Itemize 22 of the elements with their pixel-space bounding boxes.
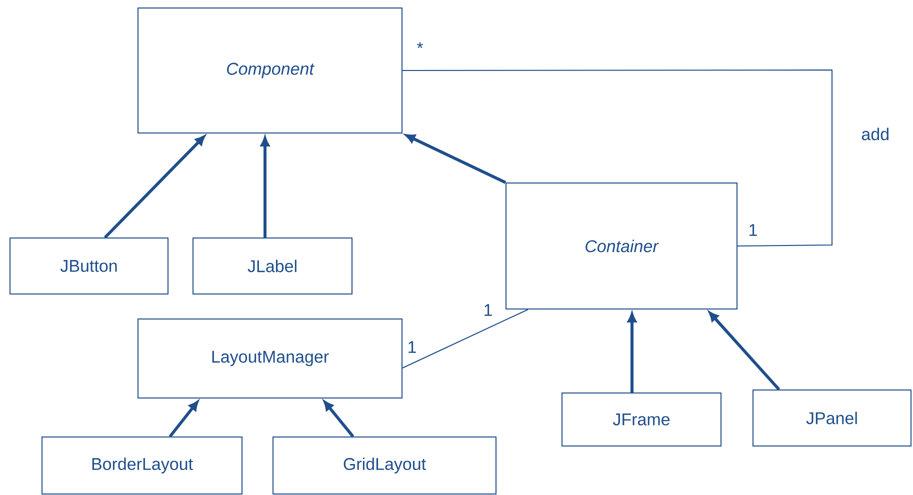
multiplicity-label: 1 [408,341,416,353]
association-line [402,309,528,368]
edge-label: add [862,128,888,140]
class-box: JFrame [562,392,722,446]
inheritance-arrow [324,400,354,438]
inheritance-arrow [628,312,636,392]
multiplicity-label: 1 [750,224,757,236]
class-box: GridLayout [272,436,496,494]
inheritance-arrow [260,136,270,238]
class-box: Container [506,182,738,310]
inheritance-arrow [168,400,198,438]
inheritance-arrow [708,312,780,390]
class-box: LayoutManager [138,318,402,398]
association-line [402,70,832,246]
inheritance-arrow [406,134,506,184]
class-box: BorderLayout [42,436,242,494]
class-box: JButton [10,238,168,294]
inheritance-arrow [104,136,205,239]
class-box: JPanel [752,390,912,446]
multiplicity-label: 1 [484,304,492,316]
class-box: JLabel [192,238,352,294]
class-box: Component [138,8,402,134]
